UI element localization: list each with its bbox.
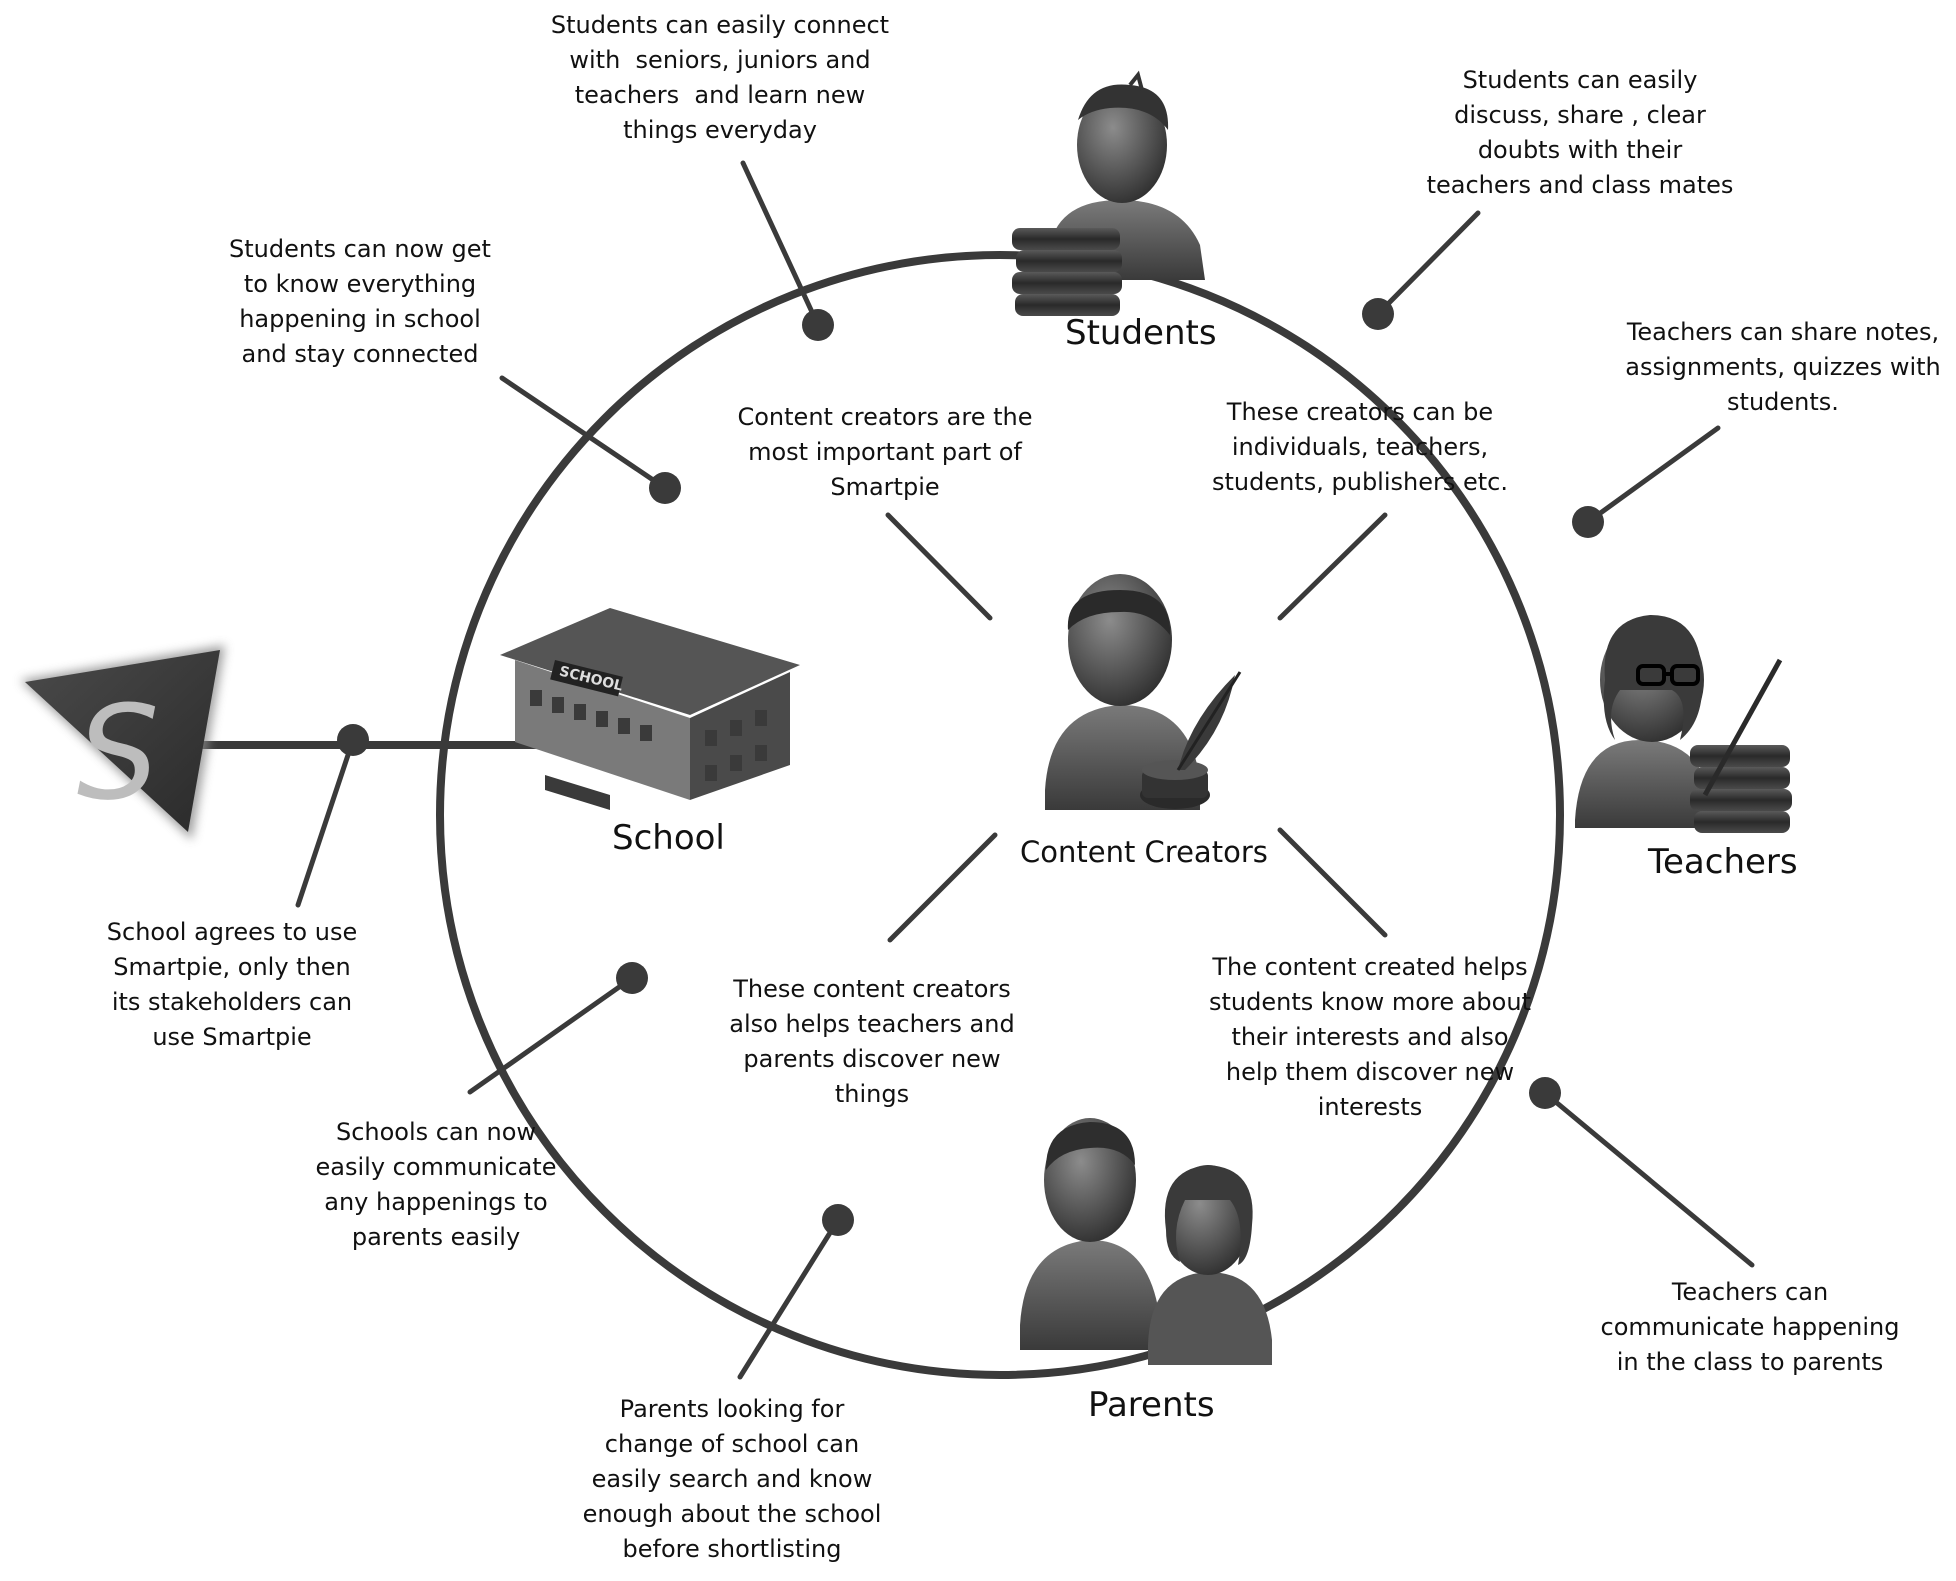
dot-teachers-share <box>1572 506 1604 538</box>
dot-parents-search <box>822 1204 854 1236</box>
dot-students-know <box>649 472 681 504</box>
ecosystem-ring <box>436 251 1564 1379</box>
logo-letter: S <box>77 677 160 829</box>
node-label-parents: Parents <box>1088 1385 1215 1425</box>
note-teachers-share: Teachers can share notes,assignments, qu… <box>1625 318 1941 416</box>
content-creators-icon <box>1045 574 1242 810</box>
students-icon <box>1012 70 1205 316</box>
teachers-icon <box>1575 615 1792 833</box>
dot-school-agrees <box>337 724 369 756</box>
parents-icon <box>1020 1118 1272 1365</box>
ring-dots <box>337 298 1604 1236</box>
connector-inner-tr <box>1277 512 1388 621</box>
connector-students-connect <box>740 160 821 328</box>
connector-inner-tl <box>885 512 993 621</box>
connector-lines <box>295 160 1755 1380</box>
school-icon: SCHOOL <box>500 608 800 810</box>
connector-students-know <box>499 375 668 491</box>
connector-parents-search <box>737 1217 841 1380</box>
connector-students-discuss <box>1375 210 1481 317</box>
node-label-school: School <box>612 818 725 858</box>
connector-school-agrees <box>295 737 356 908</box>
dot-teachers-communicate <box>1529 1077 1561 1109</box>
dot-students-connect <box>802 309 834 341</box>
node-label-teachers: Teachers <box>1648 842 1798 882</box>
connector-schools-communicate <box>467 975 635 1095</box>
connector-teachers-share <box>1585 425 1721 525</box>
smartpie-logo: S <box>20 645 225 840</box>
node-label-content-creators: Content Creators <box>1020 835 1268 869</box>
connector-inner-br <box>1277 827 1388 938</box>
connector-inner-bl <box>887 832 998 943</box>
node-label-students: Students <box>1065 313 1217 353</box>
dot-schools-communicate <box>616 962 648 994</box>
connector-teachers-communicate <box>1542 1090 1755 1268</box>
dot-students-discuss <box>1362 298 1394 330</box>
